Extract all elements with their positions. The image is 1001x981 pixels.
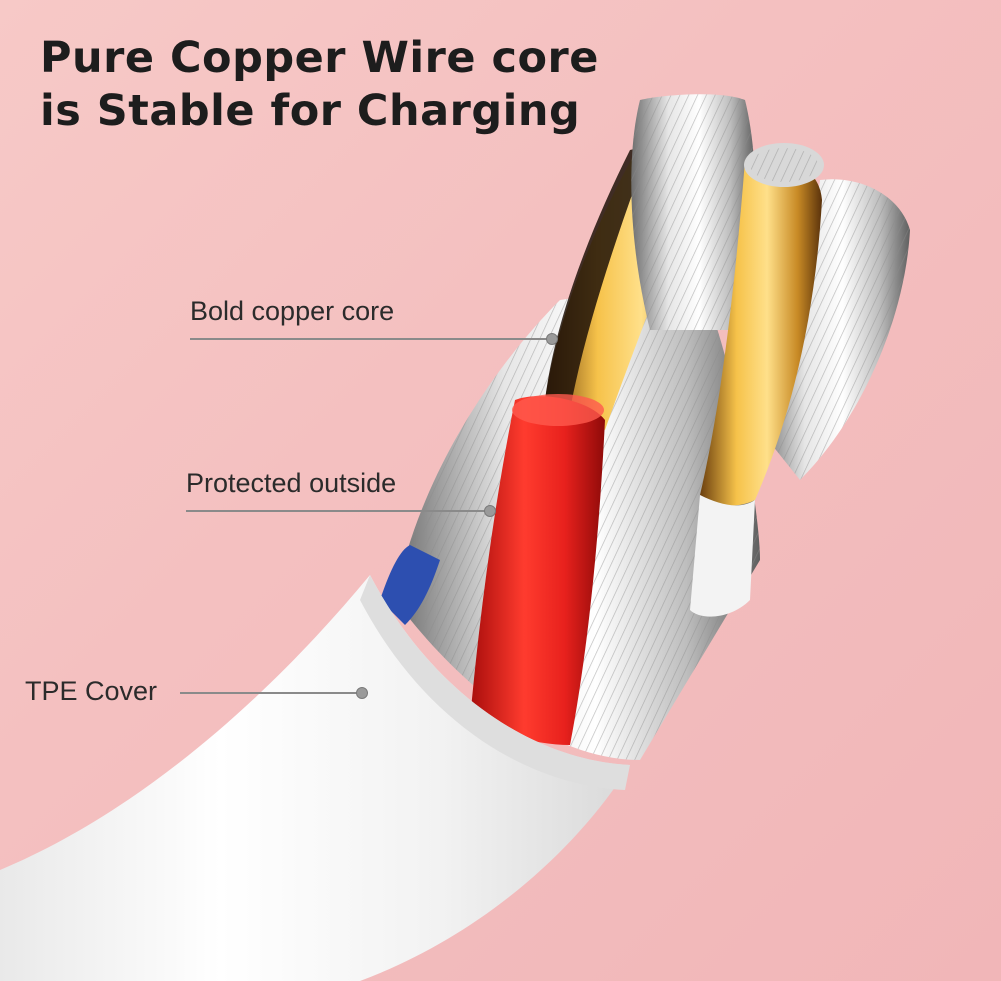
callout-copper-core-dot — [546, 333, 558, 345]
callout-tpe-cover-label: TPE Cover — [25, 676, 158, 706]
callout-protected-dot — [484, 505, 496, 517]
callout-protected-label: Protected outside — [186, 468, 397, 498]
headline-line-1: Pure Copper Wire core — [40, 33, 599, 83]
callout-tpe-cover-line — [180, 692, 360, 694]
callout-protected-line — [186, 510, 492, 512]
callout-tpe-cover-dot — [356, 687, 368, 699]
headline-line-2: is Stable for Charging — [40, 86, 581, 136]
callout-copper-core-label: Bold copper core — [190, 296, 395, 326]
callout-copper-core-line — [190, 338, 553, 340]
headline: Pure Copper Wire core is Stable for Char… — [40, 32, 599, 138]
